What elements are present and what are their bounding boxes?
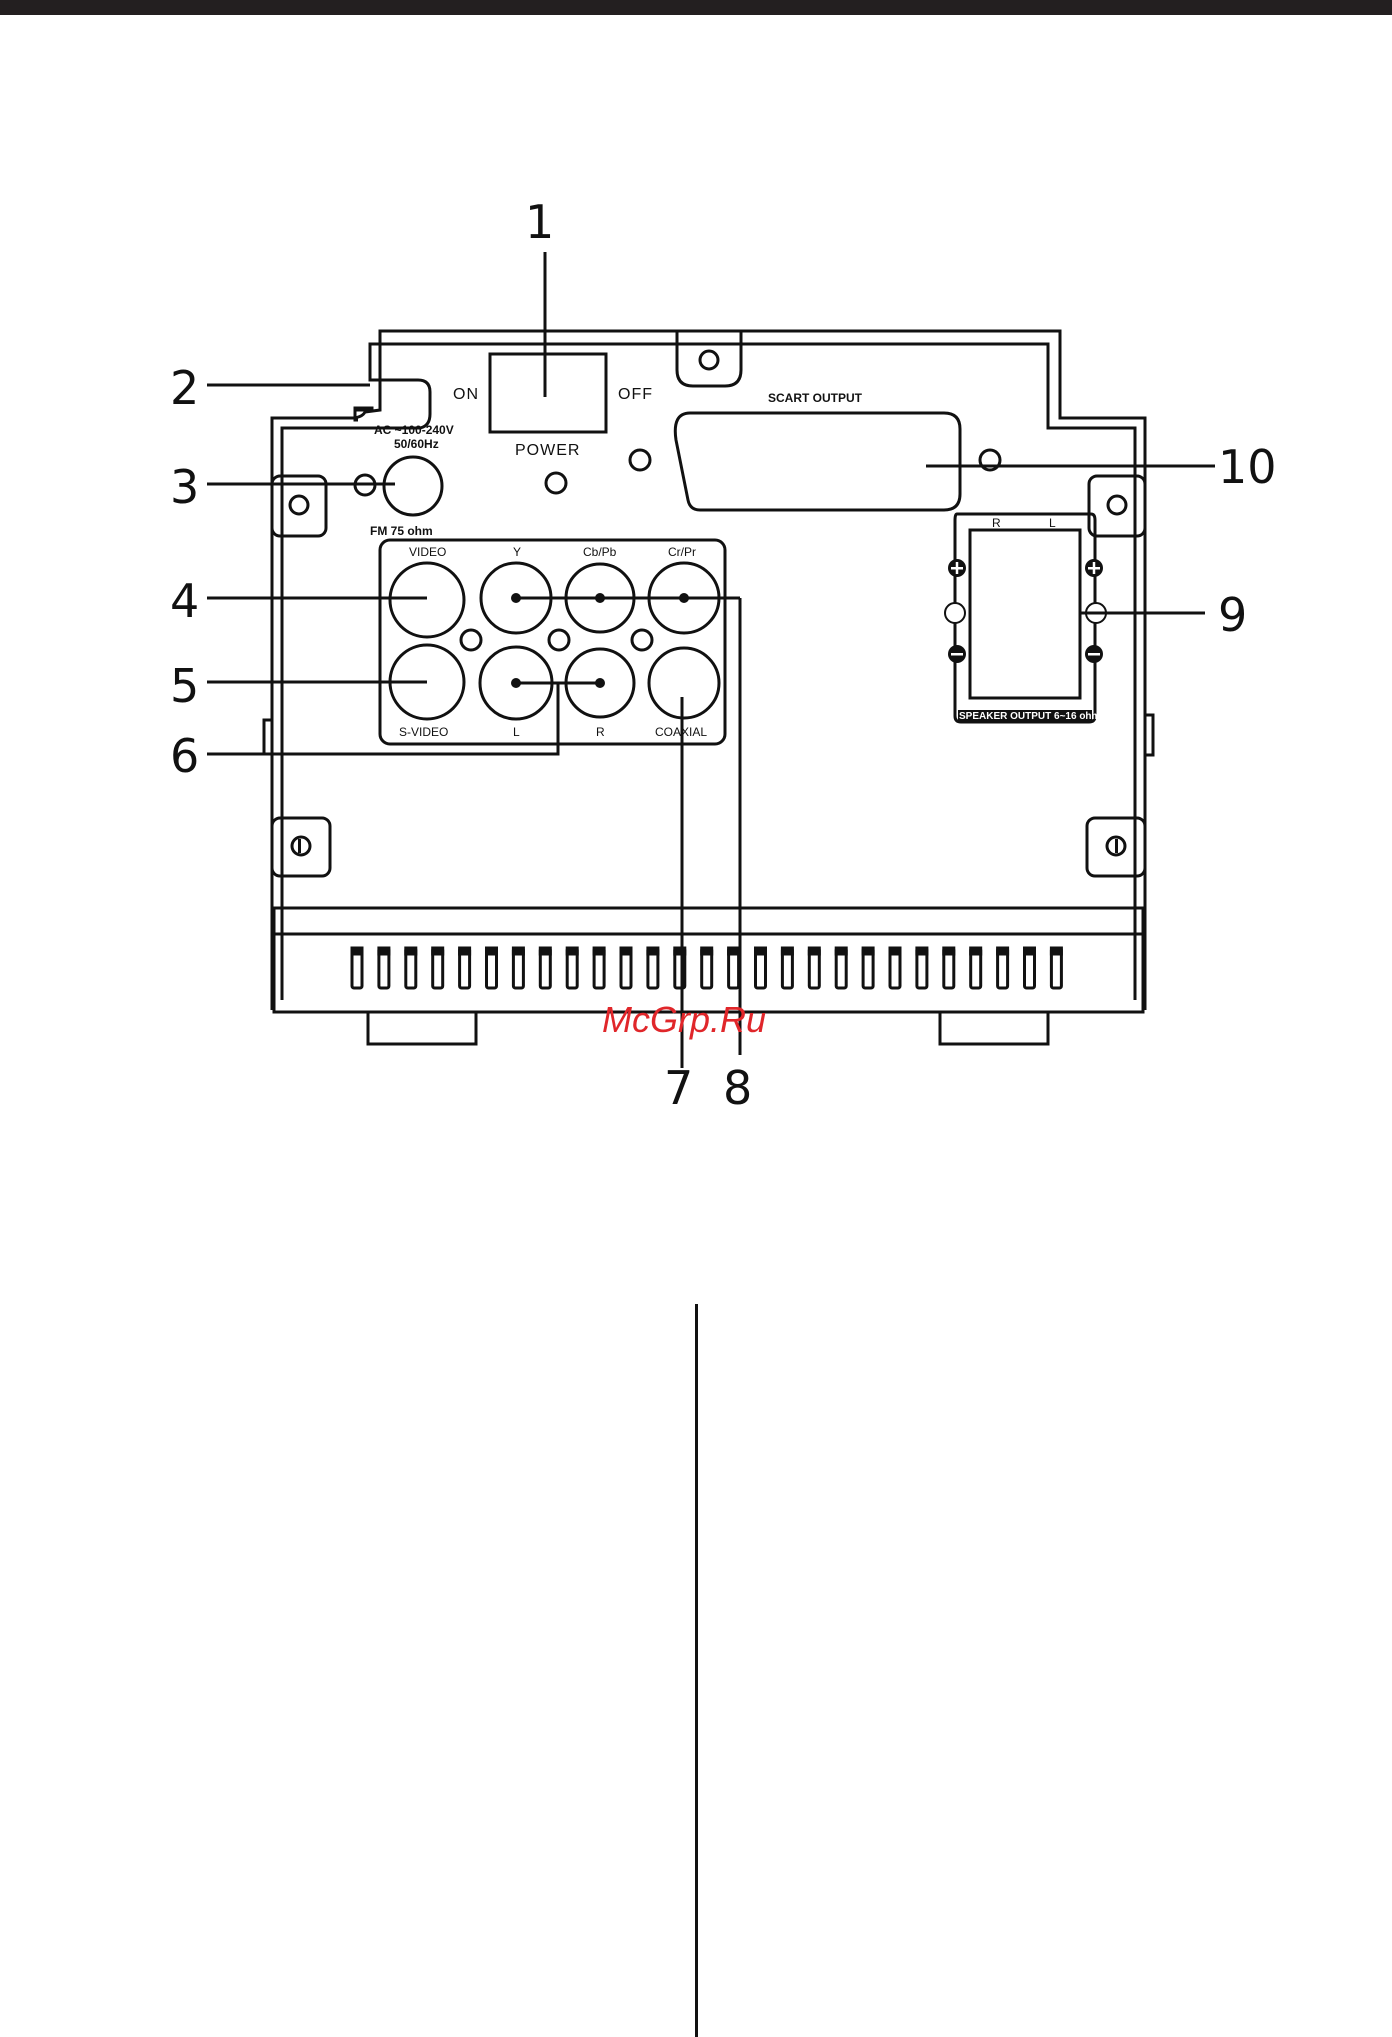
vent-slot-cap xyxy=(379,948,389,954)
video-jack xyxy=(390,563,464,637)
speaker-r-label: R xyxy=(992,516,1001,530)
video-label: VIDEO xyxy=(409,545,446,559)
vent-slot-cap xyxy=(513,948,523,954)
callout-9: 9 xyxy=(1218,588,1247,642)
speaker-terminal-block xyxy=(955,514,1095,722)
fm-antenna-jack xyxy=(384,457,442,515)
jacks xyxy=(390,563,719,719)
speaker-output-label: SPEAKER OUTPUT 6~16 ohm xyxy=(959,711,1101,722)
speaker-terminal-window xyxy=(970,530,1080,698)
watermark: McGrp.Ru xyxy=(602,999,766,1040)
vent-slot-cap xyxy=(594,948,604,954)
callout-2: 2 xyxy=(170,361,199,415)
scart-output-label: SCART OUTPUT xyxy=(768,391,863,405)
vent-slot-cap xyxy=(1051,948,1061,954)
vent-slot-cap xyxy=(890,948,900,954)
y-label: Y xyxy=(513,545,521,559)
on-label: ON xyxy=(453,386,479,403)
callout-6: 6 xyxy=(170,729,199,783)
column-divider xyxy=(695,1304,698,2037)
coaxial-jack xyxy=(649,648,719,718)
callout-4: 4 xyxy=(170,574,199,628)
crpr-label: Cr/Pr xyxy=(668,545,696,559)
ac-voltage-label: AC ~100-240V xyxy=(374,423,454,437)
vent-slot-cap xyxy=(917,948,927,954)
vent-slot-cap xyxy=(540,948,550,954)
vent-slot-cap xyxy=(836,948,846,954)
vent-slot-cap xyxy=(998,948,1008,954)
vent-slot-cap xyxy=(648,948,658,954)
callout-1: 1 xyxy=(525,195,554,249)
av-jack-panel xyxy=(380,540,725,744)
r-label: R xyxy=(596,725,605,739)
callout-10: 10 xyxy=(1218,440,1277,494)
vent-slot-cap xyxy=(1025,948,1035,954)
vent-slots xyxy=(352,948,1061,988)
vent-slot-cap xyxy=(487,948,497,954)
power-switch xyxy=(490,354,606,432)
vent-slot-cap xyxy=(944,948,954,954)
scart-connector xyxy=(675,413,960,510)
vent-slot-cap xyxy=(702,948,712,954)
vent-slot-cap xyxy=(863,948,873,954)
vent-slot-cap xyxy=(352,948,362,954)
vent-slot-cap xyxy=(460,948,470,954)
speaker-l-label: L xyxy=(1049,516,1056,530)
vent-slot-cap xyxy=(756,948,766,954)
l-label: L xyxy=(513,725,520,739)
leader-dots xyxy=(511,593,689,688)
vent-slot-cap xyxy=(971,948,981,954)
vent-slot-cap xyxy=(433,948,443,954)
vent-slot-cap xyxy=(567,948,577,954)
off-label: OFF xyxy=(618,386,653,403)
callout-3: 3 xyxy=(170,460,199,514)
vent-slot-cap xyxy=(782,948,792,954)
ac-frequency-label: 50/60Hz xyxy=(394,437,439,451)
vent-slot-cap xyxy=(621,948,631,954)
fm-label: FM 75 ohm xyxy=(370,524,433,538)
callout-8: 8 xyxy=(723,1061,752,1115)
vent-slot-cap xyxy=(729,948,739,954)
cbpb-label: Cb/Pb xyxy=(583,545,617,559)
vent-slot-cap xyxy=(809,948,819,954)
power-label: POWER xyxy=(515,442,580,459)
svideo-label: S-VIDEO xyxy=(399,725,448,739)
callout-7: 7 xyxy=(664,1061,693,1115)
vent-slot-cap xyxy=(406,948,416,954)
callout-5: 5 xyxy=(170,659,199,713)
